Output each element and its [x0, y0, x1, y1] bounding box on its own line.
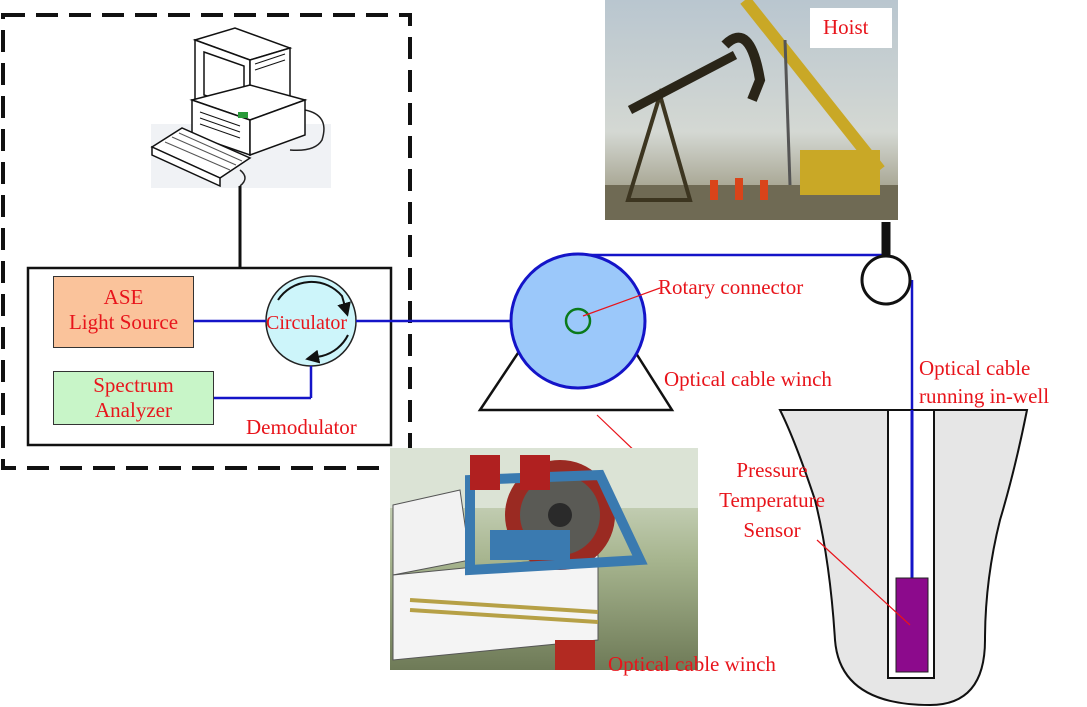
winch-photo-label: Optical cable winch	[608, 652, 776, 676]
pt-sensor	[895, 577, 929, 673]
cable-label: Optical cable running in-well	[919, 354, 1049, 410]
cable-label-line2: running in-well	[919, 384, 1050, 408]
ase-light-source: ASE Light Source	[53, 276, 194, 348]
ase-label-line1: ASE	[103, 285, 144, 309]
spectrum-analyzer: Spectrum Analyzer	[53, 371, 214, 425]
circulator-arrow-upper	[277, 280, 351, 317]
hoist-photo	[605, 0, 898, 220]
pulley-wheel	[860, 254, 912, 306]
winch-diagram-label: Optical cable winch	[664, 367, 832, 391]
sensor-label-line1: Pressure	[736, 458, 808, 482]
circulator-arrow-lower	[305, 334, 349, 364]
cable-label-line1: Optical cable	[919, 356, 1031, 380]
ase-label-line2: Light Source	[68, 310, 179, 334]
sensor-label-line2: Temperature	[719, 488, 825, 512]
demodulator-label: Demodulator	[246, 415, 357, 439]
rotary-connector-hub	[564, 307, 592, 335]
circulator-label: Circulator	[266, 312, 348, 334]
desktop-computer-icon	[150, 27, 331, 188]
hoist-label: Hoist	[823, 15, 869, 39]
rotary-connector-label: Rotary connector	[658, 275, 804, 299]
winch-truck-photo	[390, 448, 698, 670]
sensor-label: Pressure Temperature Sensor	[704, 455, 840, 545]
spectrum-label-line2: Analyzer	[95, 398, 172, 422]
sensor-label-line3: Sensor	[743, 518, 801, 542]
computer-group-boundary	[1, 13, 412, 470]
spectrum-label-line1: Spectrum	[93, 373, 174, 397]
